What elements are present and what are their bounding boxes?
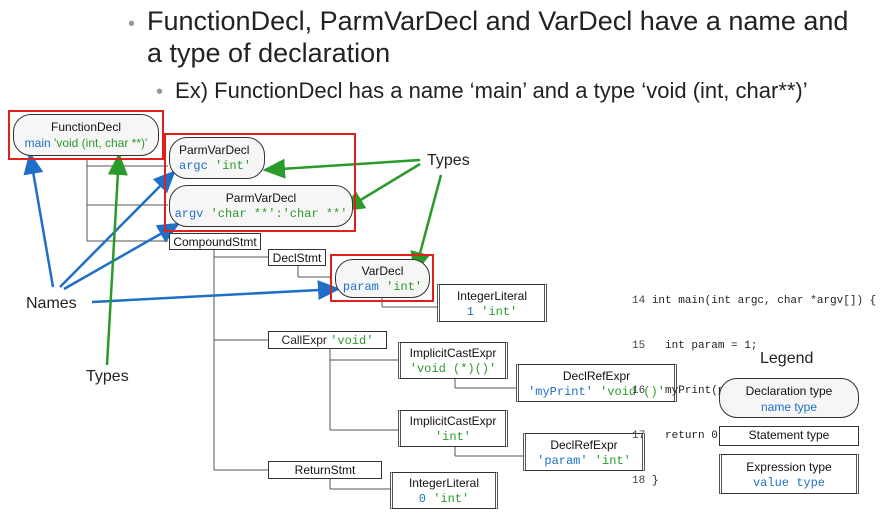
highlight-parmvardecls bbox=[164, 133, 356, 232]
decl-name: param bbox=[342, 280, 379, 294]
node-title: ParmVarDecl bbox=[179, 143, 250, 157]
call-title: CallExpr bbox=[281, 333, 327, 347]
node-sub: 0 'int' bbox=[393, 491, 495, 507]
node-title: IntegerLiteral bbox=[456, 289, 528, 303]
bullet-dot: • bbox=[128, 13, 136, 35]
node-sub: 'myPrint' 'void ()' bbox=[519, 384, 674, 400]
node-title: ImplicitCastExpr bbox=[409, 346, 497, 360]
code-text: int param = 1; bbox=[651, 340, 758, 352]
legend-statement: Statement type bbox=[719, 426, 859, 446]
legend-expression: Expression type value type bbox=[719, 454, 859, 494]
decl-type: 'int' bbox=[215, 159, 252, 173]
node-title: CompoundStmt bbox=[173, 235, 257, 249]
decl-name: argv bbox=[174, 207, 204, 221]
bullet-dot: • bbox=[156, 81, 164, 103]
expr-value: 1 bbox=[466, 305, 474, 319]
node-title: FunctionDecl bbox=[50, 120, 122, 134]
node-title: DeclRefExpr bbox=[562, 369, 631, 383]
node-implicitcastexpr-2: ImplicitCastExpr 'int' bbox=[398, 410, 508, 447]
bullet2-ex: Ex) bbox=[175, 78, 209, 103]
code-line: 15 int param = 1; bbox=[632, 339, 876, 354]
code-text: int main(int argc, char *argv[]) { bbox=[651, 295, 877, 307]
node-declrefexpr-1: DeclRefExpr 'myPrint' 'void ()' bbox=[516, 364, 677, 402]
node-sub: main 'void (int, char **)' bbox=[14, 135, 158, 151]
code-snippet: 14 int main(int argc, char *argv[]) { 15… bbox=[632, 264, 876, 504]
label-types-top: Types bbox=[427, 152, 470, 169]
legend-stmt-title: Statement type bbox=[748, 428, 830, 442]
node-compoundstmt: CompoundStmt bbox=[169, 233, 261, 250]
expr-type: 'void (*)()' bbox=[409, 362, 497, 376]
node-title: ImplicitCastExpr bbox=[409, 414, 497, 428]
bullet1-vardecl: VarDecl bbox=[538, 6, 633, 36]
node-implicitcastexpr-1: ImplicitCastExpr 'void (*)()' bbox=[398, 342, 508, 379]
node-parmvardecl-argc: ParmVarDecl argc 'int' bbox=[169, 137, 265, 179]
node-returnstmt: ReturnStmt bbox=[268, 461, 382, 479]
node-title: DeclRefExpr bbox=[550, 438, 618, 452]
expr-value: 0 bbox=[418, 492, 426, 506]
expr-value: 'myPrint' bbox=[528, 385, 593, 399]
line-number: 16 bbox=[632, 385, 646, 397]
line-number: 14 bbox=[632, 295, 646, 307]
decl-type: 'int' bbox=[386, 280, 423, 294]
node-title: VarDecl bbox=[361, 264, 404, 278]
label-names: Names bbox=[26, 295, 77, 312]
legend-declaration: Declaration type name type bbox=[719, 378, 859, 418]
bullet1-prefix: FunctionDecl, ParmVarDecl bbox=[147, 6, 479, 36]
expr-type: 'int' bbox=[594, 454, 631, 468]
node-functiondecl: FunctionDecl main 'void (int, char **)' bbox=[13, 114, 159, 156]
expr-type: 'void ()' bbox=[600, 385, 665, 399]
line-number: 18 bbox=[632, 475, 646, 487]
bullet-sub: • Ex) FunctionDecl has a name ‘main’ and … bbox=[156, 76, 808, 107]
bullet2-has: has a name ‘main’ and a type ‘void (int,… bbox=[348, 78, 808, 103]
expr-type: 'int' bbox=[434, 430, 471, 444]
expr-type: 'int' bbox=[481, 305, 518, 319]
node-title: DeclStmt bbox=[272, 251, 322, 265]
code-text: return 0; bbox=[651, 430, 725, 442]
decl-type: 'char **':'char **' bbox=[210, 207, 348, 221]
node-parmvardecl-argv: ParmVarDecl argv 'char **':'char **' bbox=[169, 185, 353, 227]
legend-decl-title: Declaration type bbox=[745, 384, 833, 398]
bullet-main: • FunctionDecl, ParmVarDecl and VarDecl h… bbox=[128, 4, 848, 41]
legend-title: Legend bbox=[760, 350, 814, 367]
node-vardecl: VarDecl param 'int' bbox=[335, 259, 430, 298]
legend-expr-sub: value type bbox=[752, 476, 825, 490]
bullet2-fd: FunctionDecl bbox=[214, 78, 343, 103]
highlight-functiondecl bbox=[8, 110, 164, 160]
bullet1-suffix: have a name and bbox=[639, 6, 849, 36]
code-line: 14 int main(int argc, char *argv[]) { bbox=[632, 294, 876, 309]
node-sub: argc 'int' bbox=[179, 158, 264, 174]
bullet-main-line2: a type of declaration bbox=[147, 38, 391, 68]
node-sub: param 'int' bbox=[336, 279, 429, 295]
highlight-vardecl bbox=[330, 254, 434, 302]
node-sub: 'param' 'int' bbox=[526, 453, 642, 469]
node-title: ReturnStmt bbox=[294, 463, 356, 477]
legend-decl-sub: name type bbox=[760, 400, 818, 414]
node-declrefexpr-2: DeclRefExpr 'param' 'int' bbox=[523, 433, 645, 471]
line-number: 17 bbox=[632, 430, 646, 442]
line-number: 15 bbox=[632, 340, 646, 352]
node-sub: 1 'int' bbox=[440, 304, 544, 320]
node-sub: argv 'char **':'char **' bbox=[170, 206, 352, 222]
decl-name: main bbox=[24, 136, 51, 150]
label-types-bottom: Types bbox=[86, 368, 129, 385]
names-arrows bbox=[23, 151, 341, 304]
decl-name: argc bbox=[179, 159, 208, 173]
node-declstmt: DeclStmt bbox=[268, 249, 326, 266]
legend-expr-title: Expression type bbox=[746, 460, 832, 474]
code-line: 18 } bbox=[632, 474, 876, 489]
decl-type: 'void (int, char **)' bbox=[54, 136, 148, 150]
node-title: IntegerLiteral bbox=[408, 476, 480, 490]
node-title: ParmVarDecl bbox=[225, 191, 297, 205]
node-integerliteral-1: IntegerLiteral 1 'int' bbox=[437, 284, 547, 322]
node-title: CallExpr 'void' bbox=[269, 332, 386, 349]
node-callexpr: CallExpr 'void' bbox=[268, 331, 387, 349]
expr-type: 'int' bbox=[433, 492, 470, 506]
code-text: } bbox=[651, 475, 659, 487]
expr-value: 'param' bbox=[537, 454, 588, 468]
bullet1-and: and bbox=[485, 6, 531, 36]
call-type: 'void' bbox=[330, 334, 374, 348]
node-integerliteral-2: IntegerLiteral 0 'int' bbox=[390, 472, 498, 509]
